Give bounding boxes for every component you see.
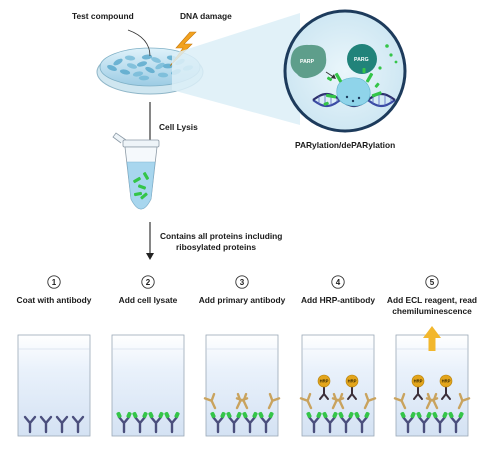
step-number-circle (235, 275, 249, 289)
step-number-circle (425, 275, 439, 289)
step-label: Add HRP-antibody (301, 295, 375, 305)
hrp-label: HRP (442, 379, 451, 384)
step-label: Coat with antibody (17, 295, 92, 305)
light-arrow (428, 337, 436, 351)
cell-lysis-label: Cell Lysis (159, 122, 198, 132)
well (395, 334, 469, 437)
light-arrow-head (423, 326, 441, 338)
step-number-circle (331, 275, 345, 289)
zoom-circle: PARP PARG (283, 9, 407, 133)
well (205, 334, 279, 437)
hrp-label: HRP (348, 379, 357, 384)
step-label: Add primary antibody (199, 295, 286, 305)
parp-label: PARP (300, 59, 315, 65)
well (17, 334, 91, 437)
test-compound-label: Test compound (72, 11, 134, 21)
parylation-label: PARylation/dePARylation (295, 140, 395, 150)
step-number: 5 (430, 278, 435, 287)
step-number: 4 (336, 278, 341, 287)
step-number-circle (141, 275, 155, 289)
step-number: 3 (240, 278, 245, 287)
parp-enzyme (290, 44, 327, 79)
hrp-label: HRP (320, 379, 329, 384)
bound-protein (336, 77, 371, 107)
zoom-cone (172, 13, 300, 125)
well (301, 334, 375, 437)
well (111, 334, 185, 437)
step-number-circle (47, 275, 61, 289)
dna-damage-label: DNA damage (180, 11, 232, 21)
step-label-line2: chemiluminescence (392, 306, 472, 316)
contains-label-line1: Contains all proteins including (160, 231, 282, 241)
test-compound-pointer (127, 29, 151, 57)
par-chains (323, 68, 382, 106)
step-label: Add ECL reagent, read (387, 295, 477, 305)
step-label: Add cell lysate (119, 295, 178, 305)
step-number: 2 (146, 278, 151, 287)
hrp-label: HRP (414, 379, 423, 384)
contains-label-line2: ribosylated proteins (176, 242, 256, 252)
parg-label: PARG (354, 57, 369, 63)
microcentrifuge-tube (112, 132, 160, 210)
step-number: 1 (52, 278, 57, 287)
parg-enzyme (347, 44, 377, 74)
